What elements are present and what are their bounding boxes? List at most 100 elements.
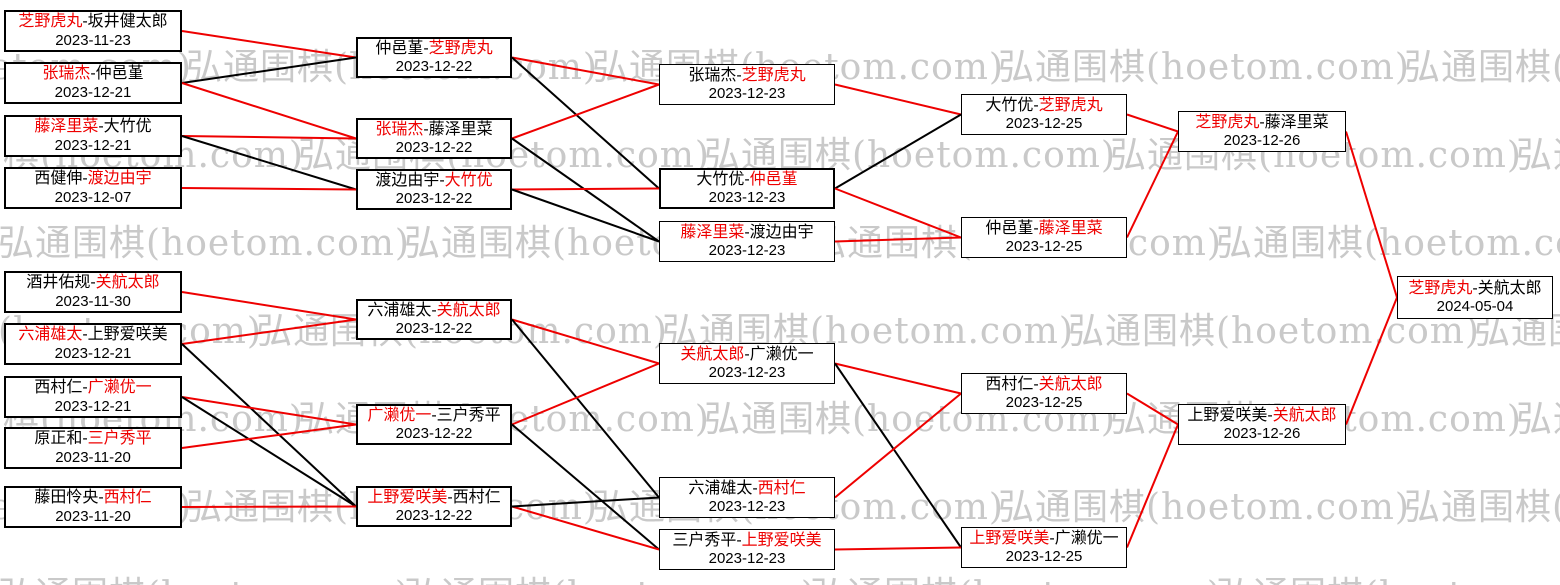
- bracket-line-H3-I2-win: [834, 546, 962, 551]
- match-date: 2023-12-21: [54, 344, 132, 362]
- match-players: 广濑优一-三户秀平: [367, 406, 500, 426]
- player-separator: -: [1033, 375, 1039, 393]
- match-date: 2023-12-25: [1005, 238, 1083, 256]
- match-players: 六浦雄太-上野爱咲美: [18, 325, 167, 345]
- match-date: 2023-12-22: [395, 320, 473, 338]
- player-separator: -: [447, 488, 453, 506]
- player-name-winner: 广濑优一: [87, 379, 152, 397]
- player-name-loser: 仲邑堇: [375, 39, 424, 57]
- match-date: 2023-12-23: [708, 550, 786, 568]
- player-name-loser: 上野爱咲美: [1187, 406, 1268, 424]
- watermark-text: 弘通围棋(hoetom.com): [0, 566, 410, 585]
- match-players: 张瑞杰-藤泽里菜: [375, 120, 492, 140]
- player-name-winner: 关航太郎: [95, 274, 160, 292]
- bracket-line-H1-I1-win: [834, 362, 962, 395]
- player-separator: -: [82, 326, 88, 344]
- match-date: 2023-12-23: [708, 364, 786, 382]
- match-players: 张瑞杰-仲邑堇: [42, 64, 143, 84]
- match-date: 2023-12-21: [54, 83, 132, 101]
- player-separator: -: [1049, 529, 1055, 547]
- match-date: 2023-12-21: [54, 397, 132, 415]
- match-players: 芝野虎丸-藤泽里菜: [1195, 113, 1328, 133]
- player-separator: -: [82, 430, 88, 448]
- player-separator: -: [98, 118, 104, 136]
- match-date: 2023-11-30: [55, 292, 131, 310]
- player-name-loser: 大竹优: [985, 96, 1034, 114]
- match-players: 仲邑堇-芝野虎丸: [375, 39, 492, 59]
- match-date: 2023-12-25: [1005, 394, 1083, 412]
- match-players: 上野爱咲美-西村仁: [367, 488, 500, 508]
- match-date: 2023-12-22: [395, 507, 473, 525]
- match-players: 芝野虎丸-关航太郎: [1408, 279, 1541, 299]
- match-players: 大竹优-芝野虎丸: [985, 96, 1102, 116]
- player-name-loser: 渡边由宇: [375, 171, 440, 189]
- player-name-winner: 渡边由宇: [87, 170, 152, 188]
- match-date: 2023-12-23: [708, 242, 786, 260]
- watermark-text: 弘通围棋(hoetom.com): [404, 566, 816, 585]
- player-name-winner: 藤泽里菜: [34, 118, 99, 136]
- player-separator: -: [1033, 219, 1039, 237]
- match-players: 大竹优-仲邑堇: [696, 170, 797, 190]
- player-separator: -: [1259, 113, 1265, 131]
- player-name-winner: 藤泽里菜: [680, 223, 745, 241]
- player-name-loser: 上野爱咲美: [87, 326, 168, 344]
- match-players: 西村仁-关航太郎: [985, 375, 1102, 395]
- watermark-text: 弘通围棋(hoetom.com): [1404, 47, 1560, 88]
- watermark-text: 弘通围棋(hoetom.com): [1516, 135, 1560, 176]
- match-players: 仲邑堇-藤泽里菜: [985, 219, 1102, 239]
- watermark-text: 弘通围棋(hoetom.com): [998, 47, 1410, 88]
- player-separator: -: [744, 223, 750, 241]
- player-name-winner: 三户秀平: [87, 430, 152, 448]
- match-date: 2023-12-26: [1223, 132, 1301, 150]
- player-name-winner: 上野爱咲美: [741, 531, 822, 549]
- player-name-loser: 藤泽里菜: [428, 120, 493, 138]
- watermark-text: 弘通围棋(hoetom.com): [1516, 399, 1560, 440]
- bracket-line-A4-B3-win: [181, 187, 357, 191]
- match-players: 酒井佑规-关航太郎: [26, 273, 159, 293]
- match-date: 2023-12-21: [54, 136, 132, 154]
- match-players: 张瑞杰-芝野虎丸: [688, 66, 805, 86]
- player-separator: -: [744, 345, 750, 363]
- player-separator: -: [752, 479, 758, 497]
- watermark-text: 弘通围棋(hoetom.com): [1216, 566, 1560, 585]
- match-players: 原正和-三户秀平: [34, 429, 151, 449]
- match-players: 藤泽里菜-大竹优: [34, 117, 151, 137]
- watermark-text: 弘通围棋(hoetom.com): [1216, 223, 1560, 264]
- player-name-winner: 关航太郎: [1272, 406, 1337, 424]
- player-name-loser: 藤田怜央: [34, 489, 99, 507]
- match-date: 2023-12-23: [708, 189, 786, 207]
- match-players: 西村仁-广濑优一: [34, 378, 151, 398]
- match-date: 2023-12-25: [1005, 548, 1083, 566]
- match-players: 藤泽里菜-渡边由宇: [680, 223, 813, 243]
- player-name-winner: 关航太郎: [436, 301, 501, 319]
- match-players: 三户秀平-上野爱咲美: [672, 531, 821, 551]
- player-name-winner: 关航太郎: [680, 345, 745, 363]
- player-name-loser: 藤泽里菜: [1264, 113, 1329, 131]
- player-name-loser: 六浦雄太: [367, 301, 432, 319]
- match-players: 芝野虎丸-坂井健太郎: [18, 12, 167, 32]
- match-date: 2024-05-04: [1436, 298, 1514, 316]
- player-separator: -: [82, 13, 88, 31]
- match-date: 2023-12-22: [395, 58, 473, 76]
- player-name-loser: 原正和: [34, 430, 83, 448]
- match-date: 2023-12-23: [708, 85, 786, 103]
- player-name-loser: 西村仁: [34, 379, 83, 397]
